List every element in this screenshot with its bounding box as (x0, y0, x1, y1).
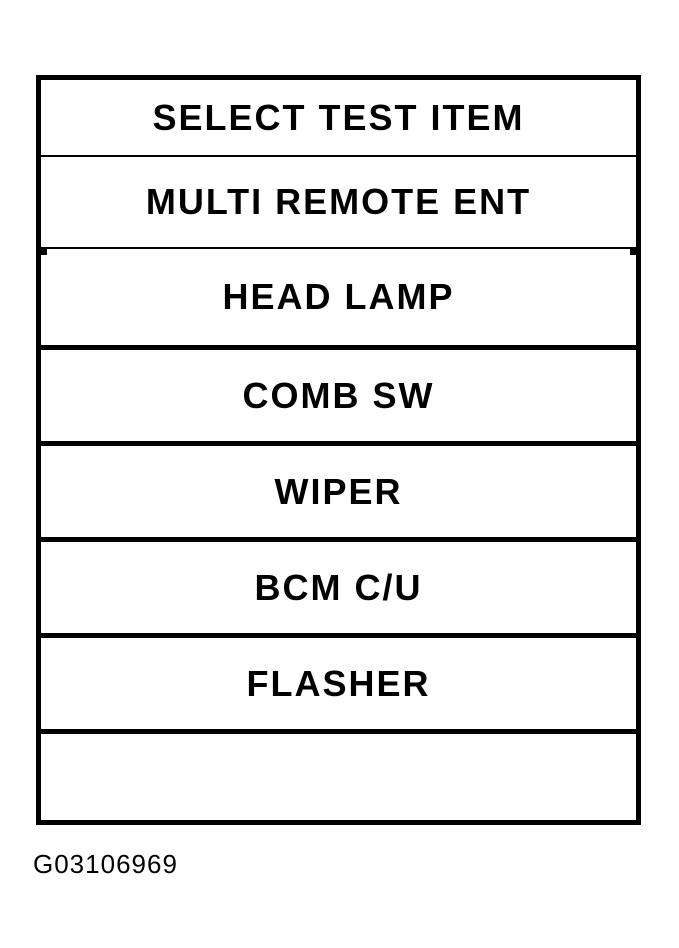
menu-item-bcm-cu[interactable]: BCM C/U (41, 537, 636, 633)
menu-header-select-test-item: SELECT TEST ITEM (152, 96, 525, 138)
menu-item-multi-remote-ent[interactable]: MULTI REMOTE ENT (41, 155, 636, 247)
menu-item-empty (41, 729, 636, 820)
figure-id-label: G03106969 (33, 849, 178, 879)
menu-item-wiper[interactable]: WIPER (41, 441, 636, 537)
menu-item-flasher[interactable]: FLASHER (41, 633, 636, 729)
select-test-item-menu: SELECT TEST ITEM MULTI REMOTE ENT HEAD L… (36, 75, 641, 825)
scan-artifact-notch-right (630, 249, 636, 255)
menu-item-head-lamp[interactable]: HEAD LAMP (41, 247, 636, 345)
scan-artifact-notch-left (41, 249, 47, 255)
menu-item-comb-sw[interactable]: COMB SW (41, 345, 636, 441)
